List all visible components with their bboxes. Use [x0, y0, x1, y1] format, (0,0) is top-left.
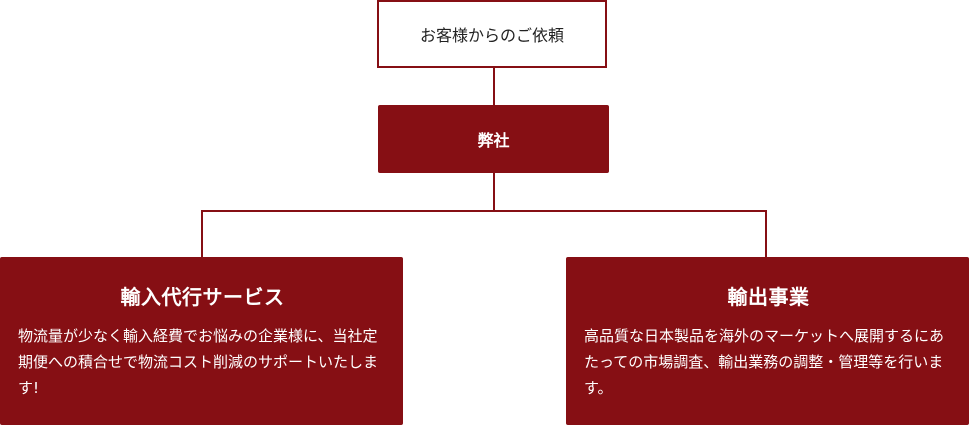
import-service-card: 輸入代行サービス 物流量が少なく輸入経費でお悩みの企業様に、当社定期便への積合せ… [0, 257, 403, 425]
company-node: 弊社 [378, 105, 609, 173]
client-request-node: お客様からのご依頼 [377, 0, 607, 68]
export-business-title: 輸出事業 [727, 285, 810, 309]
company-label: 弊社 [477, 131, 510, 150]
client-request-label: お客様からのご依頼 [419, 26, 564, 45]
import-service-description: 物流量が少なく輸入経費でお悩みの企業様に、当社定期便への積合せで物流コスト削減の… [18, 327, 379, 397]
export-business-description: 高品質な日本製品を海外のマーケットへ展開するにあたっての市場調査、輸出業務の調整… [584, 327, 945, 397]
import-service-title: 輸入代行サービス [120, 285, 285, 309]
export-business-card: 輸出事業 高品質な日本製品を海外のマーケットへ展開するにあたっての市場調査、輸出… [566, 257, 969, 425]
